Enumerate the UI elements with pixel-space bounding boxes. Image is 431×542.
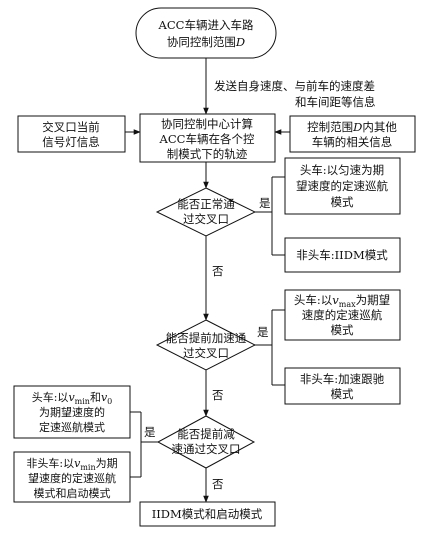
signal-info-line1: 交叉口当前 (42, 120, 100, 134)
d1-head-line2: 望速度的定速巡航 (296, 179, 388, 193)
send-info-line1: 发送自身速度、与前车的速度差 (214, 79, 375, 93)
d2-follow-line1: 非头车:加速跟驰 (300, 372, 385, 386)
d3-follow-line3: 模式和启动模式 (34, 487, 111, 500)
send-info-line2: 和车间距等信息 (295, 95, 376, 109)
d2-head-line3: 模式 (331, 323, 354, 337)
final-box: IIDM模式和启动模式 (139, 501, 276, 527)
decision3-yes: 是 (144, 425, 156, 439)
decision1-line2: 过交叉口 (183, 212, 229, 226)
d2-head-line1: 头车:以vmax为期望 (294, 293, 390, 309)
decision2-yes: 是 (257, 325, 269, 339)
center-line1: 协同控制中心计算 (161, 117, 253, 131)
others-line2: 车辆的相关信息 (312, 135, 393, 149)
d3-follow-box: 非头车:以vmin为期 望速度的定速巡航 模式和启动模式 (13, 451, 131, 503)
connectors (125, 58, 290, 503)
d1-head-line1: 头车:以匀速为期 (300, 163, 384, 177)
d2-follow-line2: 模式 (331, 387, 354, 401)
d1-follow-text: 非头车:IIDM模式 (296, 248, 388, 262)
final-text: IIDM模式和启动模式 (152, 507, 263, 521)
center-line2: ACC车辆在各个控 (159, 132, 255, 146)
start-terminal: ACC车辆进入车路 协同控制范围D (135, 7, 277, 59)
d3-head-box: 头车:以vmin和v0 为期望速度的 定速巡航模式 (13, 385, 131, 439)
decision-normal-pass: 能否正常通 过交叉口 是 否 (155, 187, 271, 278)
d2-follow-box: 非头车:加速跟驰 模式 (284, 367, 401, 405)
decision3-no: 否 (212, 477, 224, 491)
start-line2: 协同控制范围D (167, 35, 245, 49)
d1-head-line3: 模式 (331, 195, 354, 209)
decision-decelerate-pass: 能否提前减 速通过交叉口 是 否 (144, 415, 256, 491)
decision3-line1: 能否提前减 (177, 427, 235, 441)
decision2-no: 否 (212, 388, 224, 402)
decision2-line2: 过交叉口 (183, 346, 229, 360)
d3-head-line3: 定速巡航模式 (39, 420, 105, 434)
control-center-box: 协同控制中心计算 ACC车辆在各个控 制模式下的轨迹 (139, 113, 276, 163)
d3-head-line2: 为期望速度的 (39, 405, 105, 419)
signal-info-line2: 信号灯信息 (42, 135, 100, 149)
d2-head-box: 头车:以vmax为期望 速度的定速巡航 模式 (284, 289, 401, 341)
decision1-line1: 能否正常通 (177, 197, 235, 211)
center-line3: 制模式下的轨迹 (167, 147, 248, 161)
d1-follow-box: 非头车:IIDM模式 (284, 237, 401, 273)
decision1-yes: 是 (259, 196, 271, 210)
decision2-line1: 能否提前加速通 (166, 331, 247, 345)
other-vehicles-box: 控制范围D内其他 车辆的相关信息 (289, 115, 416, 153)
send-info-label: 发送自身速度、与前车的速度差 和车间距等信息 (214, 79, 376, 109)
start-line1: ACC车辆进入车路 (158, 18, 254, 32)
decision-accelerate-pass: 能否提前加速通 过交叉口 是 否 (155, 319, 269, 402)
signal-info-box: 交叉口当前 信号灯信息 (17, 115, 126, 153)
d3-follow-line2: 望速度的定速巡航 (28, 471, 116, 485)
d3-follow-line1: 非头车:以vmin为期 (26, 456, 117, 472)
d2-head-line2: 速度的定速巡航 (302, 308, 383, 322)
d3-head-line1: 头车:以vmin和v0 (32, 390, 113, 406)
others-line1: 控制范围D内其他 (307, 120, 397, 134)
decision3-line2: 速通过交叉口 (172, 442, 241, 456)
decision1-no: 否 (212, 264, 224, 278)
d1-head-box: 头车:以匀速为期 望速度的定速巡航 模式 (284, 157, 401, 215)
